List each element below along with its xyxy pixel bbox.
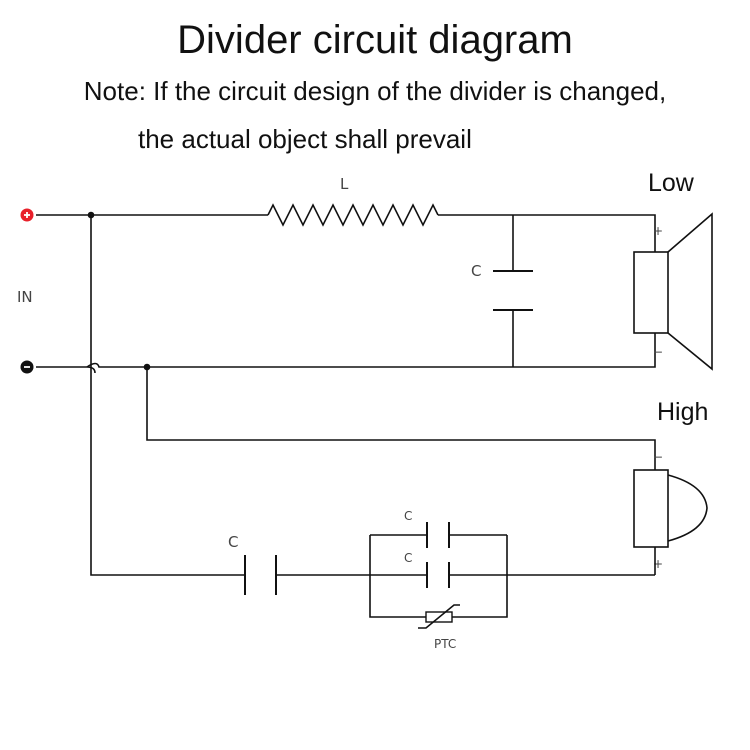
page-title: Divider circuit diagram <box>177 18 573 62</box>
high-minus-sign: − <box>653 450 663 464</box>
note-line-1: Note: If the circuit design of the divid… <box>83 76 667 106</box>
low-positive-wire <box>438 214 656 252</box>
high-plus-sign: + <box>653 557 663 571</box>
parallel-capacitor-bottom-label: C <box>404 551 412 565</box>
inductor-label: L <box>340 175 349 193</box>
high-speaker-icon <box>633 469 669 548</box>
junction-dot <box>87 211 95 219</box>
low-minus-sign: − <box>653 345 663 359</box>
low-speaker-cone <box>667 212 713 371</box>
low-speaker-icon <box>633 251 669 334</box>
low-speaker-label: Low <box>648 169 695 197</box>
parallel-capacitor-top-label: C <box>404 509 412 523</box>
negative-wire <box>86 333 656 368</box>
low-capacitor-label: C <box>471 262 481 280</box>
note-line-2: the actual object shall prevail <box>138 124 472 154</box>
high-negative-wire <box>146 367 656 470</box>
input-label: IN <box>17 288 33 306</box>
high-speaker-dome <box>667 474 708 542</box>
ptc-label: PTC <box>434 637 456 651</box>
negative-wire-in <box>36 366 96 374</box>
left-branch-wire <box>90 215 245 576</box>
low-plus-sign: + <box>653 224 663 238</box>
high-speaker-label: High <box>657 398 708 426</box>
series-capacitor-label: C <box>228 533 238 551</box>
inductor-l <box>267 203 439 227</box>
ptc-thermistor-slash <box>418 604 460 629</box>
parallel-network-frame <box>369 535 508 618</box>
